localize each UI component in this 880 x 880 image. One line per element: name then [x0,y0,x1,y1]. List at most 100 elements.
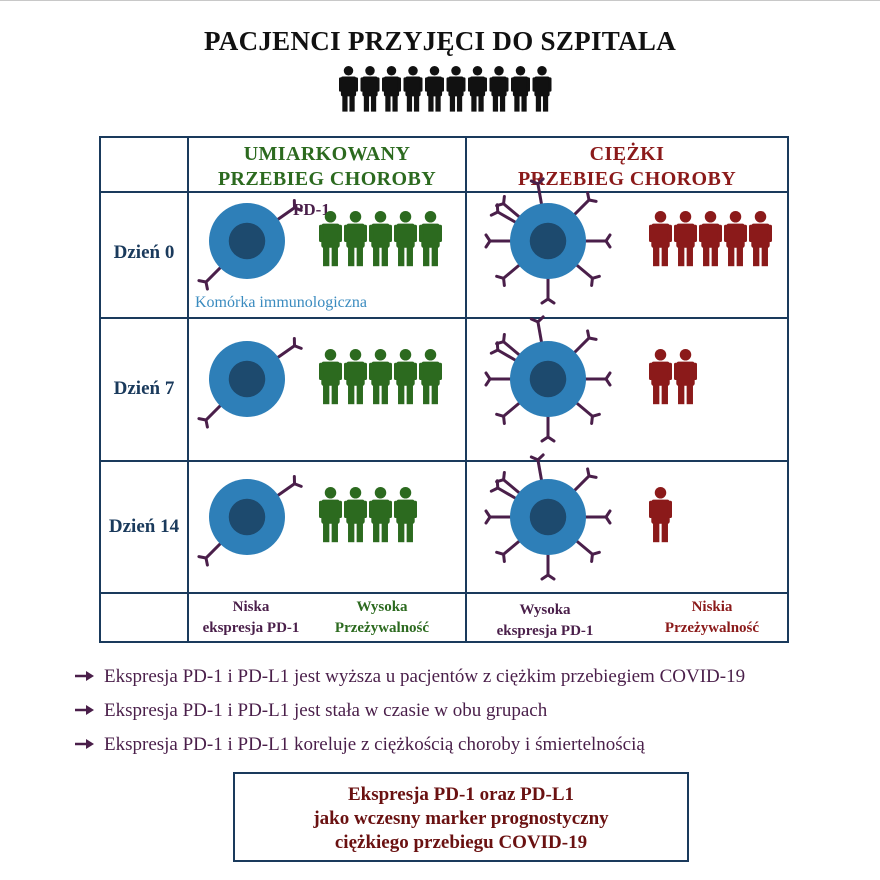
pd1-receptor [540,277,556,305]
conclusion-line: Ekspresja PD-1 oraz PD-L1 [347,784,575,805]
pd1-receptor [489,341,518,363]
footer-line: ekspresja PD-1 [202,620,300,636]
pd1-receptor [574,538,601,563]
pd1-receptor [484,509,512,525]
survivor-icon-severe [649,487,672,543]
column-header-severe: CIĘŻKI PRZEBIEG CHOROBY [467,142,787,192]
pd1-receptor [275,199,303,222]
survivor-icon-severe [649,211,672,267]
pd1-receptor [197,541,223,567]
comparison-table: UMIARKOWANY PRZEBIEG CHOROBY CIĘŻKI PRZE… [99,136,789,643]
pd1-receptor [484,233,512,249]
survivor-icon-moderate [369,211,392,267]
immune-cell-low-pd1 [197,337,303,429]
arrow-right-icon [75,705,94,715]
survivor-icon-moderate [344,487,367,543]
footer-line: Wysoka [356,599,408,615]
survivor-icon-moderate [319,211,342,267]
arrow-right-icon [75,671,94,681]
survivor-icon-moderate [419,349,442,405]
pd1-receptor [529,315,545,344]
divider-vertical [187,138,189,641]
pd1-receptor [495,262,522,287]
pd1-receptor [540,415,556,443]
column-header-moderate: UMIARKOWANY PRZEBIEG CHOROBY [189,142,465,192]
survivor-icon-severe [649,349,672,405]
survivor-icon-severe [674,349,697,405]
footer-line: Niskia [691,599,733,615]
patient-icon [511,66,530,112]
patient-icon [339,66,358,112]
pd1-label: PD-1 [293,200,330,219]
divider-horizontal [101,191,787,193]
row-label-day-14: Dzień 14 [108,516,180,537]
column-header-line: CIĘŻKI [589,143,665,165]
pd1-receptor [584,509,612,525]
immune-cell-high-pd1 [484,177,612,305]
pd1-receptor [574,400,601,425]
divider-horizontal [101,592,787,594]
survivor-icon-moderate [394,211,417,267]
pd1-receptor [540,553,556,581]
pd1-receptor [275,337,303,360]
immune-cell-low-pd1 [197,475,303,567]
pd1-receptor [529,177,545,206]
top-border [0,0,880,5]
pd1-receptor [584,371,612,387]
survivor-icon-moderate [419,211,442,267]
immune-cell-high-pd1 [484,315,612,443]
survivor-icon-moderate [394,349,417,405]
footer-line: Wysoka [519,602,571,618]
survivor-icon-moderate [394,487,417,543]
immune-cell-high-pd1 [484,453,612,581]
divider-vertical [465,138,467,641]
finding-text: Ekspresja PD-1 i PD-L1 koreluje z ciężko… [104,734,645,755]
pd1-receptor [197,403,223,429]
pd1-receptor [572,467,598,493]
patient-icon [425,66,444,112]
survivor-icon-moderate [319,487,342,543]
patient-icon [532,66,552,112]
footer-moderate-survival: Wysoka Przeżywalność [313,597,451,639]
pd1-receptor [529,453,545,482]
pd1-receptor [489,203,518,225]
column-header-line: PRZEBIEG CHOROBY [517,168,737,190]
survivor-icon-moderate [369,349,392,405]
page-title: PACJENCI PRZYJĘCI DO SZPITALA [204,26,676,56]
survivor-icon-moderate [344,349,367,405]
survivor-icon-moderate [369,487,392,543]
divider-horizontal [101,460,787,462]
footer-line: Przeżywalność [334,620,430,636]
footer-line: Niska [232,599,270,615]
pd1-receptor [495,400,522,425]
patient-crowd-icons [339,66,552,112]
pd1-receptor [574,262,601,287]
patient-icon [489,66,509,112]
arrow-right-icon [75,739,94,749]
footer-moderate-expression: Niska ekspresja PD-1 [189,597,313,639]
survivor-icon-severe [749,211,772,267]
patient-icon [403,66,423,112]
pd1-receptor [197,265,223,291]
survivor-icon-severe [674,211,697,267]
survivor-icon-severe [699,211,722,267]
conclusion-line: ciężkiego przebiegu COVID-19 [334,832,588,853]
patient-icon [382,66,401,112]
survivor-icon-moderate [319,349,342,405]
immune-cell-label: Komórka immunologiczna [195,294,367,311]
pd1-receptor [584,233,612,249]
patient-icon [360,66,380,112]
pd1-receptor [275,475,303,498]
immune-cell-low-pd1 [197,199,303,291]
divider-horizontal [101,317,787,319]
footer-severe-expression: Wysoka ekspresja PD-1 [477,600,613,642]
footer-line: Przeżywalność [664,620,760,636]
footer-severe-survival: Niskia Przeżywalność [647,597,777,639]
footer-line: ekspresja PD-1 [496,623,594,639]
column-header-line: PRZEBIEG CHOROBY [217,168,437,190]
conclusion-line: jako wczesny marker prognostyczny [313,808,609,829]
row-label-day-7: Dzień 7 [113,378,175,399]
patient-icon [446,66,466,112]
pd1-receptor [495,538,522,563]
cells-and-survivors-layer [197,177,772,581]
